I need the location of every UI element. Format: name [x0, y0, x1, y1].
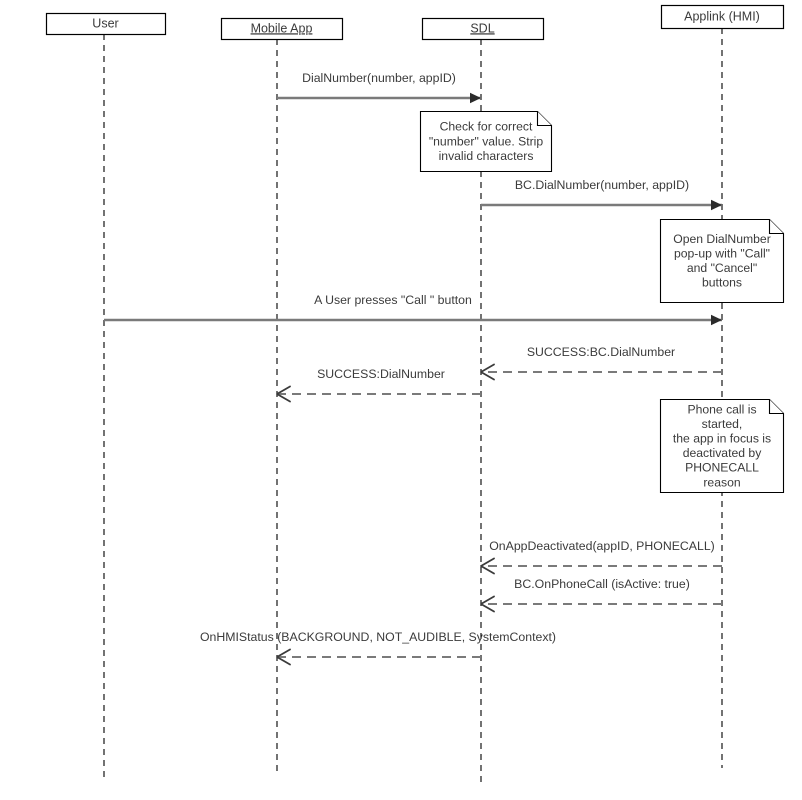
arrowhead-open-m6 — [480, 557, 495, 575]
note-line: Open DialNumber — [673, 232, 771, 246]
note-line: the app in focus is — [673, 431, 771, 445]
actor-label-app: Mobile App — [251, 21, 313, 35]
note-line: pop-up with "Call" — [674, 246, 770, 260]
arrowhead-filled-m2 — [711, 199, 722, 211]
note-fold-n3 — [768, 399, 784, 415]
message-m1[interactable]: DialNumber(number, appID) — [277, 71, 481, 104]
arrowhead-open-m8 — [276, 648, 291, 666]
actor-box-user[interactable] — [45, 12, 167, 36]
note-body-n1 — [419, 110, 553, 173]
note-fold-n2 — [768, 219, 784, 235]
note-body-n3 — [659, 398, 785, 494]
arrowhead-open-m7 — [480, 595, 495, 613]
message-m5[interactable]: SUCCESS:DialNumber — [276, 367, 481, 403]
actor-headers-layer: User Mobile App SDL Applink (HMI) — [45, 4, 785, 41]
message-m3[interactable]: A User presses "Call " button — [104, 293, 722, 326]
message-label-m6: OnAppDeactivated(appID, PHONECALL) — [489, 539, 715, 553]
actor-label-hmi: Applink (HMI) — [684, 9, 760, 23]
message-label-m2: BC.DialNumber(number, appID) — [515, 178, 689, 192]
actor-box-hmi[interactable] — [660, 4, 785, 30]
note-line: invalid characters — [439, 149, 534, 163]
note-line: "number" value. Strip — [429, 134, 544, 148]
note-line: Check for correct — [440, 120, 533, 134]
note-line: buttons — [702, 276, 742, 290]
note-line: deactivated by — [683, 446, 763, 460]
note-line: and "Cancel" — [687, 261, 757, 275]
note-line: started, — [702, 417, 743, 431]
message-m7[interactable]: BC.OnPhoneCall (isActive: true) — [480, 577, 722, 613]
note-line: Phone call is — [687, 402, 756, 416]
actor-box-app[interactable] — [220, 17, 344, 41]
arrowhead-open-m5 — [276, 385, 291, 403]
message-label-m1: DialNumber(number, appID) — [302, 71, 456, 85]
actor-box-sdl[interactable] — [421, 17, 545, 41]
messages-layer: DialNumber(number, appID) BC.DialNumber(n… — [104, 71, 722, 666]
note-fold-n1 — [536, 111, 552, 127]
note-line: reason — [703, 475, 740, 489]
message-label-m5: SUCCESS:DialNumber — [317, 367, 445, 381]
note-line: PHONECALL — [685, 461, 759, 475]
message-label-m7: BC.OnPhoneCall (isActive: true) — [514, 577, 690, 591]
lifelines-layer — [103, 28, 723, 784]
message-label-m8: OnHMIStatus (BACKGROUND, NOT_AUDIBLE, Sy… — [200, 630, 556, 644]
message-label-m4: SUCCESS:BC.DialNumber — [527, 345, 675, 359]
arrowhead-filled-m3 — [711, 314, 722, 326]
message-label-m3: A User presses "Call " button — [314, 293, 472, 307]
actor-label-sdl: SDL — [470, 21, 494, 35]
note-body-n2 — [659, 218, 785, 304]
note-n1[interactable]: Check for correct"number" value. Stripin… — [419, 110, 553, 173]
message-m6[interactable]: OnAppDeactivated(appID, PHONECALL) — [480, 539, 722, 575]
arrowhead-open-m4 — [480, 363, 495, 381]
actor-label-user: User — [92, 16, 118, 30]
message-m4[interactable]: SUCCESS:BC.DialNumber — [480, 345, 722, 381]
message-m8[interactable]: OnHMIStatus (BACKGROUND, NOT_AUDIBLE, Sy… — [200, 630, 556, 666]
arrowhead-filled-m1 — [470, 92, 481, 104]
notes-layer: Check for correct"number" value. Stripin… — [419, 110, 785, 494]
message-m2[interactable]: BC.DialNumber(number, appID) — [481, 178, 722, 211]
